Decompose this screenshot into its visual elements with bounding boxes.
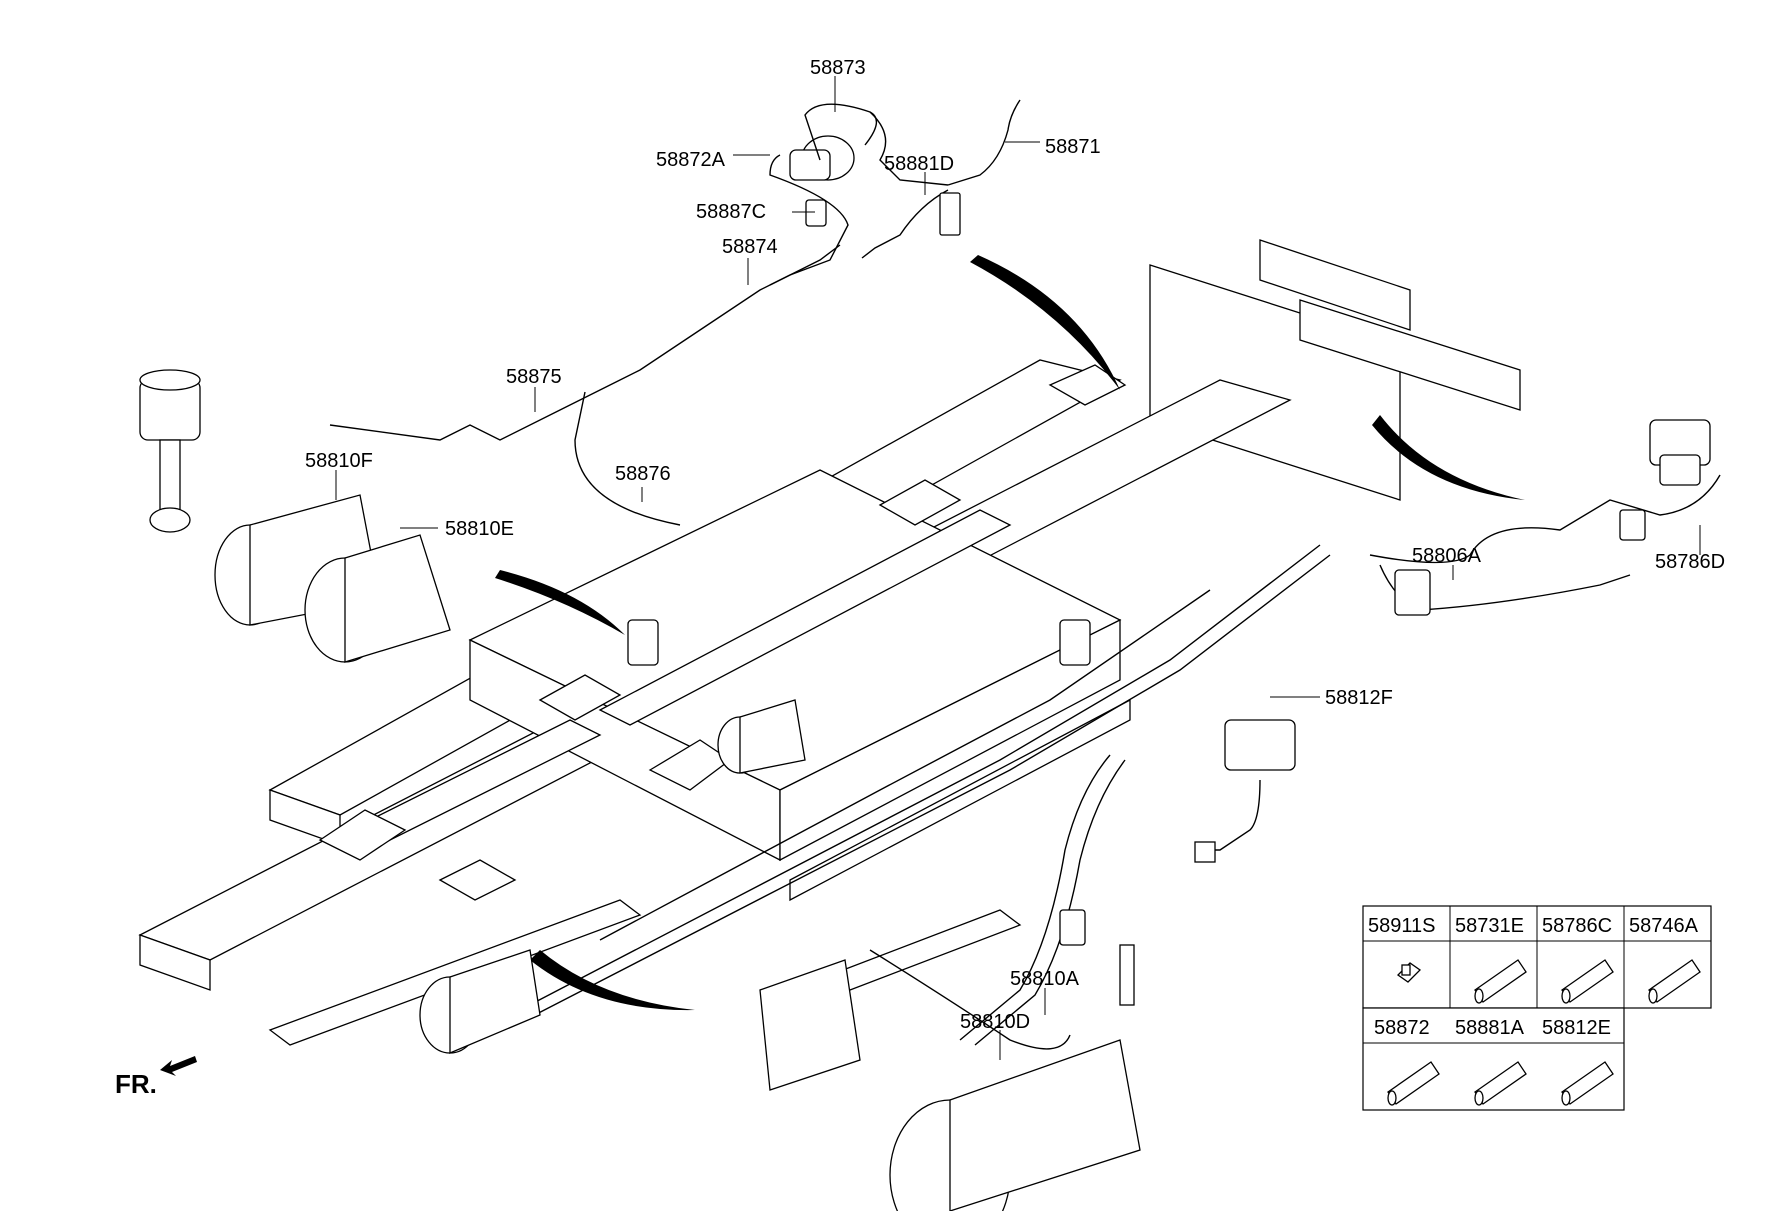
callout-58887c: 58887C <box>696 201 766 223</box>
legend-table: 58911S 58731E 58786C 58746A 58872 58881A… <box>1362 905 1712 1111</box>
callout-58871: 58871 <box>1045 136 1101 158</box>
front-arrow-icon <box>160 1056 197 1076</box>
fitting-icon <box>1396 962 1422 983</box>
callout-labels: 58873 58872A 58881D 58871 58887C 58874 5… <box>305 57 1725 1033</box>
legend-part-58746a: 58746A <box>1629 915 1699 937</box>
detail-pointers <box>495 255 1525 1011</box>
legend-part-58812e: 58812E <box>1542 1017 1611 1039</box>
front-brake-assembly <box>759 754 1135 1091</box>
valve-assembly-right <box>1194 419 1711 863</box>
legend-part-58881a: 58881A <box>1455 1017 1525 1039</box>
air-tanks <box>139 369 1141 1211</box>
callout-leaders <box>335 76 1701 1060</box>
hose-icon <box>1648 959 1701 1004</box>
callout-58881d: 58881D <box>884 153 954 175</box>
callout-58806a: 58806A <box>1412 545 1482 567</box>
callout-58812f: 58812F <box>1325 687 1393 709</box>
hose-icon <box>1474 959 1527 1004</box>
callout-58874: 58874 <box>722 236 778 258</box>
callout-58876: 58876 <box>615 463 671 485</box>
hose-icon <box>1561 959 1614 1004</box>
legend-part-58911s: 58911S <box>1368 915 1435 937</box>
callout-58810e: 58810E <box>445 518 514 540</box>
callout-58872a: 58872A <box>656 149 726 171</box>
callout-58810d: 58810D <box>960 1011 1030 1033</box>
front-label: FR. <box>115 1069 157 1099</box>
hose-icon <box>1474 1061 1527 1106</box>
legend-part-58872: 58872 <box>1374 1017 1430 1039</box>
hose-icon <box>1561 1061 1614 1106</box>
callout-58875: 58875 <box>506 366 562 388</box>
hose-icon <box>1387 1061 1440 1106</box>
callout-58873: 58873 <box>810 57 866 79</box>
brake-lines <box>329 244 1721 1021</box>
callout-58810a: 58810A <box>1010 968 1080 990</box>
legend-part-58786c: 58786C <box>1542 915 1612 937</box>
callout-58810f: 58810F <box>305 450 373 472</box>
legend-part-58731e: 58731E <box>1455 915 1524 937</box>
front-direction-marker: FR. <box>115 1056 197 1099</box>
valve-assembly-top <box>769 99 1021 286</box>
callout-58786d: 58786D <box>1655 551 1725 573</box>
